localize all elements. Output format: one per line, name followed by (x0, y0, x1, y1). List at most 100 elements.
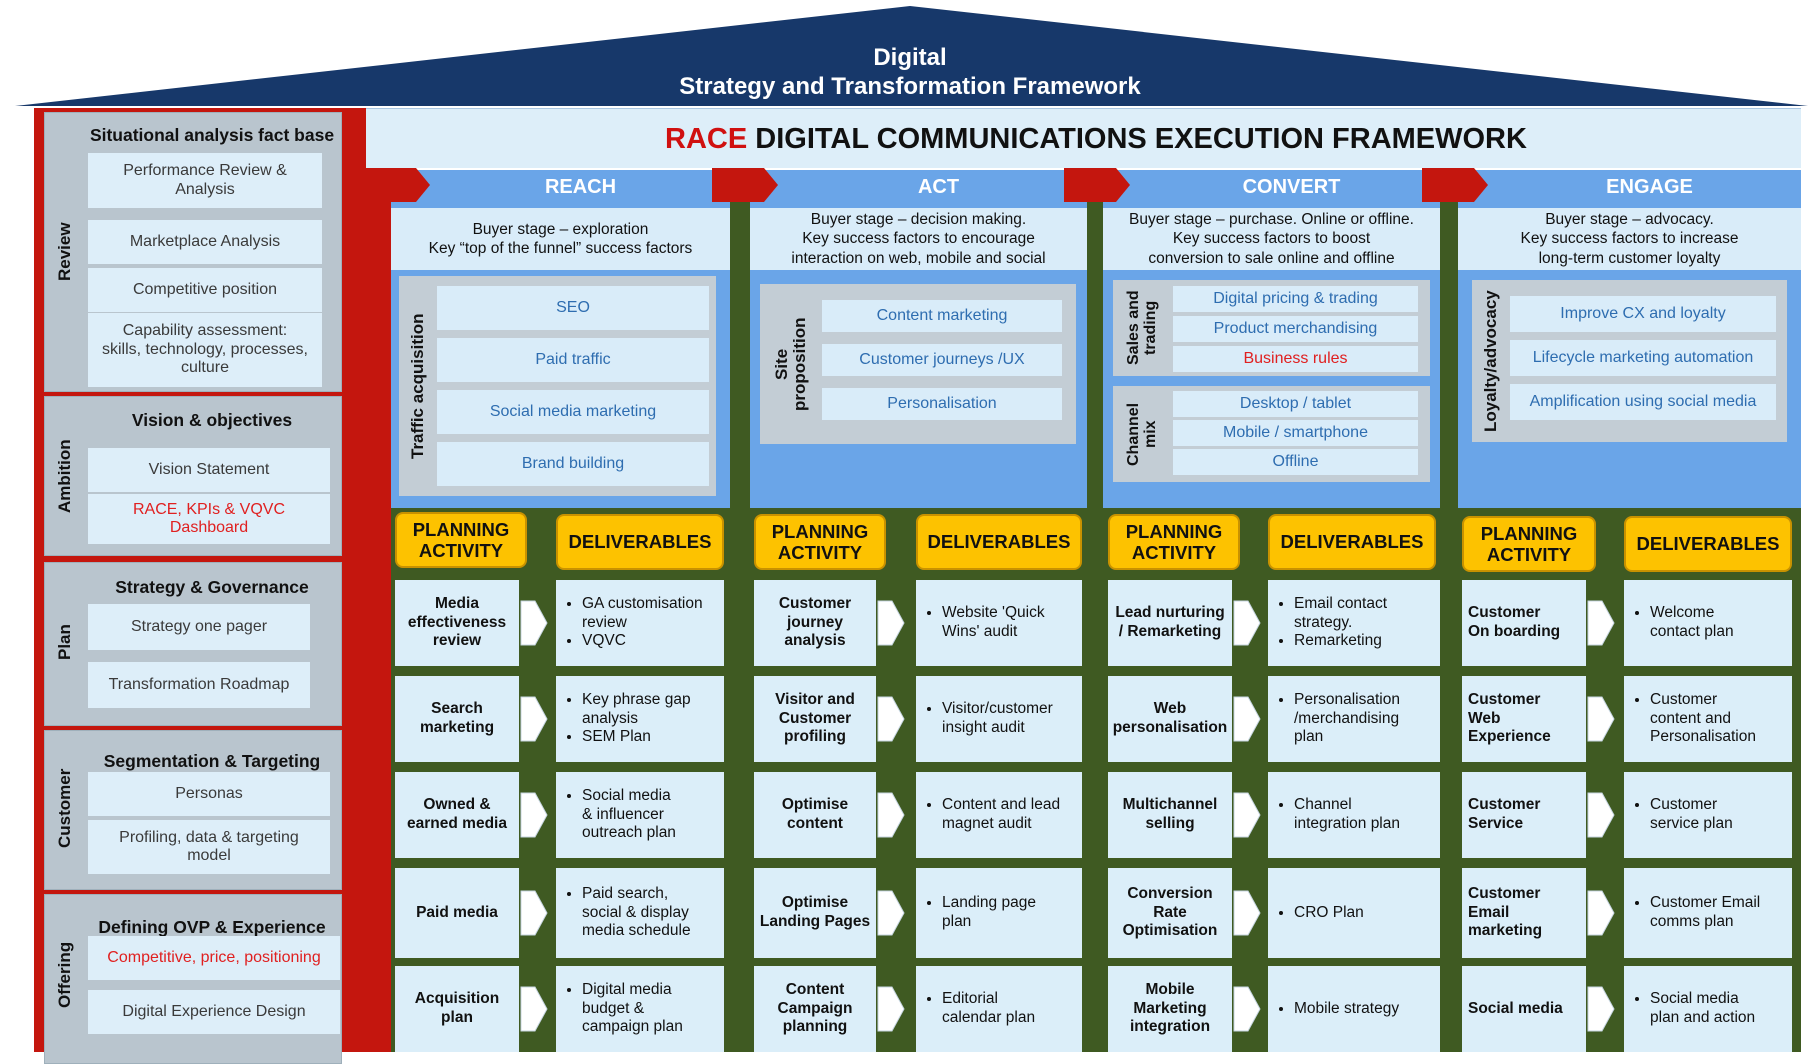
deliverable-box: Personalisation /merchandising plan (1268, 676, 1440, 762)
deliverable-item: Editorial calendar plan (942, 990, 1035, 1027)
deliverable-box: Customer service plan (1624, 772, 1792, 858)
sidebar-item: Vision Statement (88, 448, 330, 492)
deliverable-item: Mobile strategy (1294, 1000, 1399, 1019)
planning-activity-pill: PLANNING ACTIVITY (395, 512, 527, 568)
deliverable-list: Welcome contact plan (1632, 604, 1734, 641)
group-item: Offline (1173, 449, 1418, 475)
arrow-right-icon (1587, 600, 1615, 646)
planning-activity-box: Visitor and Customer profiling (754, 676, 876, 762)
deliverable-box: Content and lead magnet audit (916, 772, 1082, 858)
deliverable-item: Customer Email comms plan (1650, 894, 1760, 931)
deliverable-list: Email contact strategy.Remarketing (1276, 595, 1387, 651)
group-item: Business rules (1173, 346, 1418, 372)
roof-shape (15, 6, 1808, 106)
deliverable-list: Digital media budget & campaign plan (564, 981, 683, 1037)
deliverable-list: Visitor/customer insight audit (924, 700, 1053, 737)
arrow-right-icon (1233, 890, 1261, 936)
sidebar-section-title: Strategy & Governance (115, 576, 309, 597)
deliverable-list: Landing page plan (924, 894, 1036, 931)
deliverable-box: Paid search, social & display media sche… (556, 868, 724, 958)
deliverable-item: Channel integration plan (1294, 796, 1400, 833)
deliverable-item: Personalisation /merchandising plan (1294, 691, 1400, 747)
planning-activity-box: Search marketing (395, 676, 519, 762)
arrow-right-icon (877, 792, 905, 838)
deliverable-box: Social media plan and action (1624, 966, 1792, 1052)
deliverable-item: Visitor/customer insight audit (942, 700, 1053, 737)
column-title-engage: ENGAGE (1606, 175, 1693, 198)
group-item: Mobile / smartphone (1173, 420, 1418, 446)
deliverable-list: CRO Plan (1276, 904, 1364, 923)
deliverables-pill: DELIVERABLES (916, 514, 1082, 570)
planning-activity-box: Lead nurturing / Remarketing (1108, 580, 1232, 666)
chevron-arrow-icon (1064, 168, 1130, 202)
deliverable-item: Customer content and Personalisation (1650, 691, 1756, 747)
chevron-arrow-icon (1422, 168, 1488, 202)
arrow-right-icon (1587, 890, 1615, 936)
roof-title: Digital Strategy and Transformation Fram… (560, 42, 1260, 104)
arrow-right-icon (1587, 792, 1615, 838)
deliverable-box: Customer Email comms plan (1624, 868, 1792, 958)
deliverable-item: Social media & influencer outreach plan (582, 787, 676, 843)
deliverable-list: Content and lead magnet audit (924, 796, 1060, 833)
planning-activity-box: Customer Email marketing (1462, 868, 1586, 958)
arrow-right-icon (1233, 986, 1261, 1032)
deliverable-box: Channel integration plan (1268, 772, 1440, 858)
arrow-right-icon (520, 986, 548, 1032)
planning-activity-box: Social media (1462, 966, 1586, 1052)
group-item: Content marketing (822, 300, 1062, 332)
column-title-reach: REACH (544, 175, 617, 198)
deliverable-item: Remarketing (1294, 632, 1387, 651)
planning-activity-box: Media effectiveness review (395, 580, 519, 666)
planning-activity-box: Multichannel selling (1108, 772, 1232, 858)
group-item: Brand building (437, 442, 709, 486)
deliverable-box: Social media & influencer outreach plan (556, 772, 724, 858)
roof-title-line2: Strategy and Transformation Framework (679, 73, 1141, 100)
deliverable-box: Customer content and Personalisation (1624, 676, 1792, 762)
planning-activity-box: Customer Service (1462, 772, 1586, 858)
column-separator (1087, 202, 1103, 508)
arrow-right-icon (1233, 792, 1261, 838)
group-item: Personalisation (822, 388, 1062, 420)
arrow-right-icon (1233, 696, 1261, 742)
group-item: Product merchandising (1173, 316, 1418, 342)
arrow-right-icon (520, 792, 548, 838)
deliverable-list: Website 'Quick Wins' audit (924, 604, 1045, 641)
sidebar-item: Personas (88, 772, 330, 816)
deliverable-box: Visitor/customer insight audit (916, 676, 1082, 762)
column-title-act: ACT (917, 175, 960, 198)
deliverable-box: Editorial calendar plan (916, 966, 1082, 1052)
deliverable-list: Customer Email comms plan (1632, 894, 1760, 931)
deliverable-item: Welcome contact plan (1650, 604, 1734, 641)
arrow-right-icon (1587, 696, 1615, 742)
group-item: Social media marketing (437, 390, 709, 434)
sidebar-item: Performance Review & Analysis (88, 153, 322, 208)
group-item: Lifecycle marketing automation (1510, 340, 1776, 376)
stage-chevrons (364, 168, 1488, 202)
deliverable-item: CRO Plan (1294, 904, 1364, 923)
sidebar-item: Capability assessment: skills, technolog… (88, 313, 322, 387)
deliverable-list: Customer content and Personalisation (1632, 691, 1756, 747)
deliverable-item: Email contact strategy. (1294, 595, 1387, 632)
deliverable-box: Landing page plan (916, 868, 1082, 958)
sidebar-item: RACE, KPIs & VQVC Dashboard (88, 494, 330, 544)
planning-activity-box: Content Campaign planning (754, 966, 876, 1052)
deliverable-item: Landing page plan (942, 894, 1036, 931)
roof-title-line1: Digital (873, 44, 947, 72)
planning-activity-pill: PLANNING ACTIVITY (754, 514, 886, 570)
deliverable-list: Mobile strategy (1276, 1000, 1399, 1019)
planning-activity-box: Customer Web Experience (1462, 676, 1586, 762)
arrow-right-icon (1587, 986, 1615, 1032)
planning-activity-box: Conversion Rate Optimisation (1108, 868, 1232, 958)
arrow-right-icon (877, 696, 905, 742)
planning-activity-box: Optimise content (754, 772, 876, 858)
deliverable-item: Key phrase gap analysis (582, 691, 691, 728)
sidebar-section-title: Defining OVP & Experience (98, 916, 326, 937)
arrow-right-icon (520, 890, 548, 936)
sidebar-section-title: Situational analysis fact base (89, 124, 335, 145)
sidebar-item: Competitive position (88, 268, 322, 312)
buyer-stage-box: Buyer stage – advocacy. Key success fact… (1458, 208, 1801, 270)
planning-activity-box: Acquisition plan (395, 966, 519, 1052)
group-item: Improve CX and loyalty (1510, 296, 1776, 332)
deliverable-list: Paid search, social & display media sche… (564, 885, 691, 941)
